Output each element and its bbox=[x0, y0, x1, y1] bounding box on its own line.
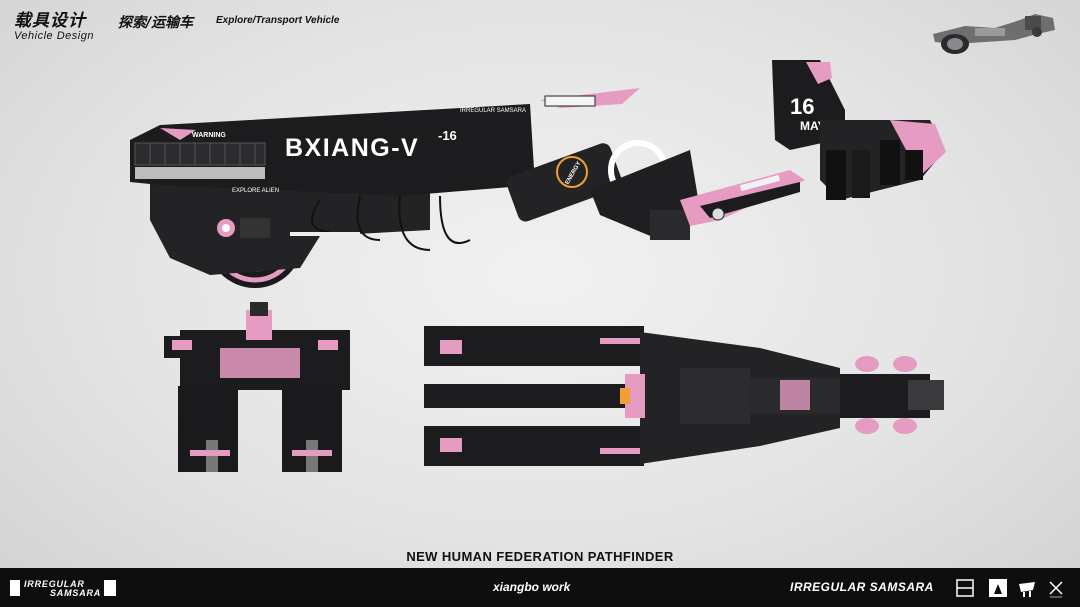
footer-brand-line2: SAMSARA bbox=[50, 588, 102, 598]
vehicle-front-view bbox=[164, 302, 350, 472]
footer-credit: xiangbo work bbox=[493, 580, 571, 594]
footer-brand-line1: IRREGULAR bbox=[24, 579, 85, 589]
category-title: 探索/运输车 bbox=[118, 15, 194, 31]
signature-logo-icon bbox=[1049, 581, 1063, 598]
vehicle-top-view bbox=[424, 326, 944, 466]
category-subtitle: Explore/Transport Vehicle bbox=[216, 15, 340, 26]
footer-studio-name: IRREGULAR SAMSARA bbox=[790, 580, 934, 594]
vehicle-side-view: BXIANG-V -16 WARNING IRREGULAR SAMSARA E… bbox=[130, 60, 946, 288]
side-text: EXPLORE ALIEN bbox=[232, 188, 279, 194]
warning-label: WARNING bbox=[192, 132, 226, 139]
brand-strip-text: IRREGULAR SAMSARA bbox=[460, 108, 526, 114]
header-title: 载具设计 bbox=[14, 11, 86, 31]
badge-day: 16 bbox=[790, 94, 814, 119]
vehicle-name: BXIANG-V bbox=[285, 134, 419, 162]
footer-bar: IRREGULAR SAMSARA xiangbo work IRREGULAR… bbox=[0, 568, 1080, 607]
header-block: 载具设计 Vehicle Design bbox=[14, 6, 94, 42]
footer-brand-logo: IRREGULAR SAMSARA bbox=[10, 578, 118, 598]
vehicle-variant: -16 bbox=[438, 128, 457, 143]
avatar-logo-icon bbox=[989, 579, 1007, 597]
studio-logo-icon bbox=[956, 579, 974, 597]
header-subtitle: Vehicle Design bbox=[14, 30, 94, 42]
vehicle-thumbnail bbox=[933, 14, 1055, 54]
design-caption: NEW HUMAN FEDERATION PATHFINDER bbox=[406, 549, 674, 564]
badge-month: MAY bbox=[800, 119, 826, 133]
emblem-logo-icon bbox=[1019, 582, 1035, 597]
